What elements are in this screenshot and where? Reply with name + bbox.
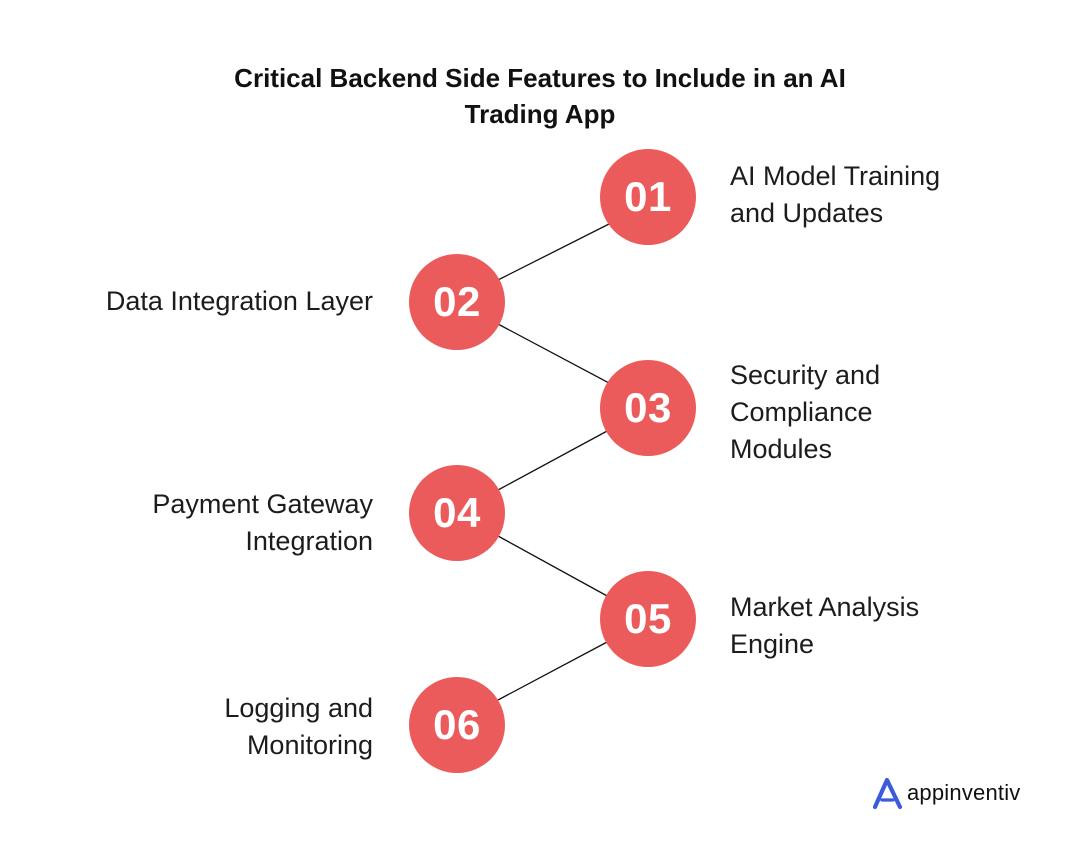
connector-02-03 (497, 323, 610, 384)
step-number-05: 05 (624, 595, 672, 642)
step-label-01: AI Model Training and Updates (730, 161, 941, 228)
step-node-06: 06 (409, 677, 505, 773)
brand-name: appinventiv (907, 780, 1021, 805)
step-label-03: Security and Compliance Modules (730, 360, 881, 464)
connector-04-05 (497, 535, 610, 598)
step-label-02: Data Integration Layer (105, 286, 373, 316)
step-node-02: 02 (409, 254, 505, 350)
step-label-04: Payment Gateway Integration (152, 489, 373, 556)
step-number-06: 06 (433, 701, 481, 748)
appinventiv-logo-icon (872, 777, 903, 810)
diagram-title: Critical Backend Side Features to Includ… (234, 63, 846, 129)
step-number-03: 03 (624, 384, 672, 431)
step-label-05: Market Analysis Engine (730, 592, 920, 659)
connector-03-04 (497, 429, 610, 491)
step-number-02: 02 (433, 278, 481, 325)
step-number-04: 04 (433, 489, 481, 536)
step-node-03: 03 (600, 360, 696, 456)
step-node-04: 04 (409, 465, 505, 561)
step-label-06: Logging and Monitoring (224, 693, 373, 760)
brand-logo: appinventiv (872, 776, 1021, 810)
step-number-01: 01 (624, 173, 672, 220)
step-node-05: 05 (600, 571, 696, 667)
connector-01-02 (497, 223, 610, 281)
connector-05-06 (497, 640, 610, 701)
step-node-01: 01 (600, 149, 696, 245)
